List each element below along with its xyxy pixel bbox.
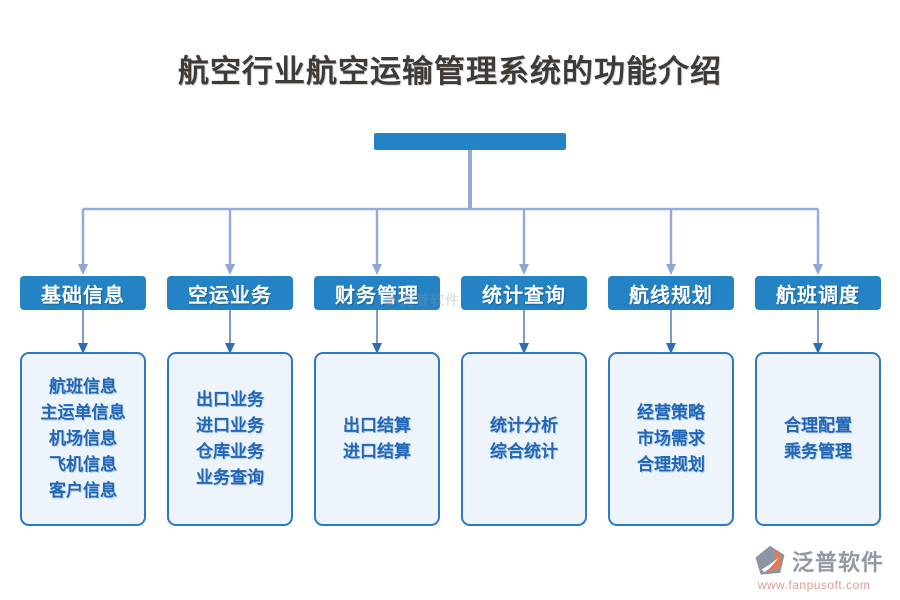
watermark-logo-icon bbox=[384, 293, 396, 306]
branch-air-freight: 空运业务 出口业务 进口业务 仓库业务 业务查询 bbox=[167, 276, 293, 526]
brand-name: 泛普软件 bbox=[791, 550, 884, 575]
list-item: 客户信息 bbox=[49, 481, 117, 500]
list-item: 进口结算 bbox=[343, 442, 411, 461]
fanpu-logo-icon bbox=[755, 545, 785, 575]
branch-route-planning: 航线规划 经营策略 市场需求 合理规划 bbox=[608, 276, 734, 526]
list-item: 航班信息 bbox=[49, 377, 117, 396]
branch-finance: 财务管理 出口结算 进口结算 bbox=[314, 276, 440, 526]
child-box-statistics: 统计分析 综合统计 bbox=[461, 352, 587, 526]
brand-logo: 泛普软件 www.fanpusoft.com bbox=[744, 544, 884, 592]
list-item: 进口业务 bbox=[196, 416, 264, 435]
list-item: 统计分析 bbox=[490, 416, 558, 435]
list-item: 经营策略 bbox=[637, 403, 705, 422]
child-box-basic-info: 航班信息 主运单信息 机场信息 飞机信息 客户信息 bbox=[20, 352, 146, 526]
list-item: 合理规划 bbox=[637, 455, 705, 474]
list-item: 出口业务 bbox=[196, 390, 264, 409]
child-box-air-freight: 出口业务 进口业务 仓库业务 业务查询 bbox=[167, 352, 293, 526]
branch-statistics: 统计查询 统计分析 综合统计 bbox=[461, 276, 587, 526]
brand-logo-row: 泛普软件 bbox=[744, 544, 884, 578]
page-title: 航空行业航空运输管理系统的功能介绍 bbox=[178, 54, 722, 89]
list-item: 综合统计 bbox=[490, 442, 558, 461]
list-item: 飞机信息 bbox=[49, 455, 117, 474]
category-box-route-planning: 航线规划 bbox=[608, 276, 734, 310]
list-item: 乘务管理 bbox=[784, 442, 852, 461]
watermark: 泛普软件 bbox=[383, 290, 460, 310]
branch-flight-scheduling: 航班调度 合理配置 乘务管理 bbox=[755, 276, 881, 526]
child-box-route-planning: 经营策略 市场需求 合理规划 bbox=[608, 352, 734, 526]
category-box-finance: 财务管理 bbox=[314, 276, 440, 310]
list-item: 机场信息 bbox=[49, 429, 117, 448]
brand-url: www.fanpusoft.com bbox=[757, 578, 871, 592]
root-node bbox=[374, 133, 566, 150]
category-box-flight-scheduling: 航班调度 bbox=[755, 276, 881, 310]
child-box-finance: 出口结算 进口结算 bbox=[314, 352, 440, 526]
category-box-basic-info: 基础信息 bbox=[20, 276, 146, 310]
category-box-air-freight: 空运业务 bbox=[167, 276, 293, 310]
branch-columns: 基础信息 航班信息 主运单信息 机场信息 飞机信息 客户信息 空运业务 出口业务… bbox=[20, 276, 881, 526]
watermark-text: 泛普软件 bbox=[400, 292, 460, 308]
list-item: 出口结算 bbox=[343, 416, 411, 435]
list-item: 业务查询 bbox=[196, 468, 264, 487]
list-item: 市场需求 bbox=[637, 429, 705, 448]
list-item: 合理配置 bbox=[784, 416, 852, 435]
child-box-flight-scheduling: 合理配置 乘务管理 bbox=[755, 352, 881, 526]
branch-basic-info: 基础信息 航班信息 主运单信息 机场信息 飞机信息 客户信息 bbox=[20, 276, 146, 526]
list-item: 主运单信息 bbox=[40, 403, 126, 422]
list-item: 仓库业务 bbox=[196, 442, 264, 461]
category-box-statistics: 统计查询 bbox=[461, 276, 587, 310]
